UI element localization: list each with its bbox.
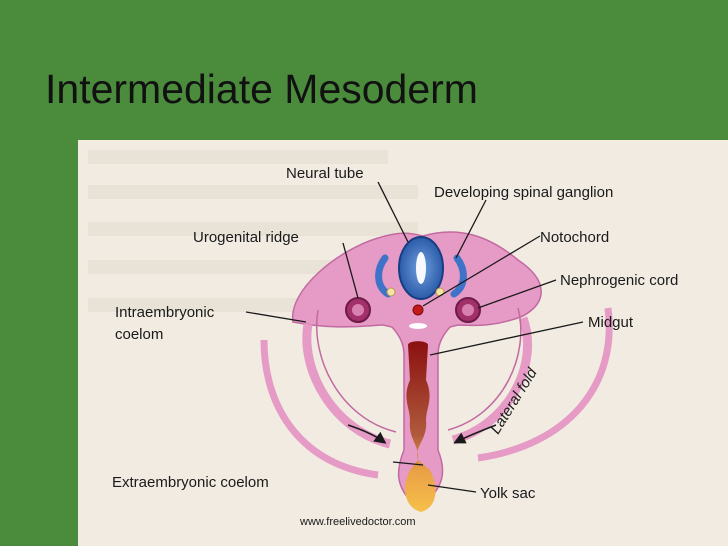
label-midgut: Midgut: [588, 314, 634, 331]
outer-membrane-left: [260, 339, 379, 479]
outer-membrane-right: [477, 307, 613, 462]
label-extraembryonic-coelom: Extraembryonic coelom: [112, 474, 269, 491]
label-urogenital-ridge: Urogenital ridge: [193, 229, 299, 246]
body-edge-right: [447, 307, 522, 431]
notochord: [412, 304, 424, 316]
neural-canal: [416, 252, 426, 284]
gut-lumen-top: [409, 323, 427, 329]
dorsal-aorta-left: [386, 287, 396, 297]
label-nephrogenic-cord: Nephrogenic cord: [560, 272, 678, 289]
fold-arrow-right: [453, 424, 497, 444]
somatic-layer-left: [302, 323, 392, 449]
background-bleed-through: [88, 150, 418, 312]
urogenital-ridge-right: [455, 297, 481, 323]
spinal-ganglion-left: [375, 254, 392, 298]
gut-tube: [405, 341, 436, 512]
label-neural-tube: Neural tube: [286, 165, 364, 182]
label-intraembryonic-coelom-1: Intraembryonic: [115, 304, 215, 321]
label-yolk-sac: Yolk sac: [480, 485, 536, 502]
body-edge-left: [316, 309, 397, 433]
spinal-ganglion-right: [450, 254, 467, 298]
figure-panel: Neural tube Developing spinal ganglion U…: [78, 140, 728, 546]
fold-arrow-left: [347, 424, 387, 444]
label-spinal-ganglion: Developing spinal ganglion: [434, 184, 613, 201]
watermark-url: www.freelivedoctor.com: [300, 516, 416, 528]
slide-title: Intermediate Mesoderm: [45, 66, 478, 112]
embryo-cross-section-diagram: Neural tube Developing spinal ganglion U…: [88, 150, 678, 512]
urogenital-ridge-left: [345, 297, 371, 323]
leader-lines: [245, 181, 584, 493]
label-notochord: Notochord: [540, 229, 609, 246]
label-intraembryonic-coelom-2: coelom: [115, 326, 163, 343]
somatic-layer-right: [451, 316, 532, 445]
